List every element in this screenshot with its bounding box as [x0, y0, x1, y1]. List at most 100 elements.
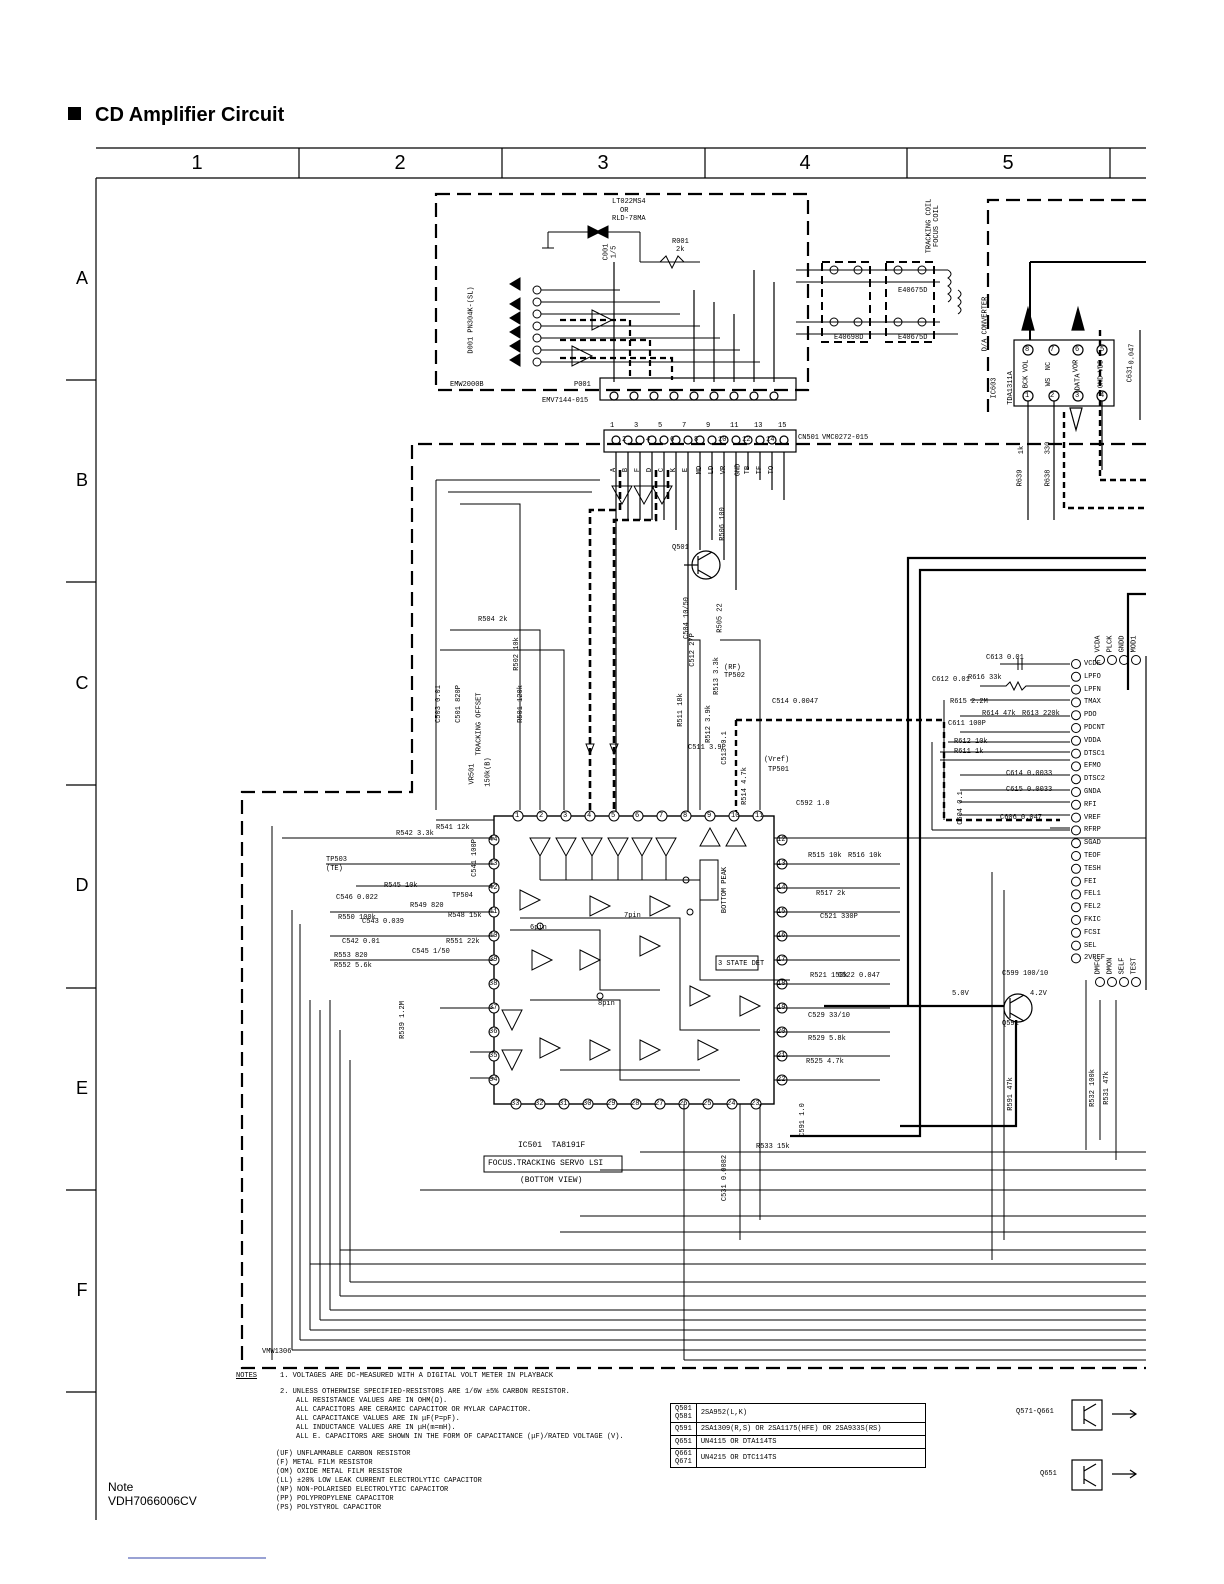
component-label: C522 0.047 — [838, 972, 881, 980]
ic502-pin — [1071, 953, 1081, 964]
ic502-pin — [1071, 889, 1081, 900]
ic501-pin-label: 32 — [535, 1100, 544, 1108]
ic502-pin — [1071, 940, 1081, 951]
note-line-5: ALL CAPACITANCE VALUES ARE IN μF(P=pF). — [296, 1415, 460, 1423]
page-title: CD Amplifier Circuit — [68, 104, 284, 127]
component-label: C604 0.1 — [956, 791, 965, 825]
component-label: R517 2k — [816, 890, 846, 898]
main-board-outline — [240, 442, 1146, 1370]
component-label: R514 4.7k — [740, 767, 749, 805]
q591-transistor — [1003, 993, 1033, 1023]
component-label: 4.2V — [1030, 990, 1047, 998]
component-label: TP502 — [724, 672, 746, 680]
cn501-pin-12: 12 — [742, 436, 751, 444]
ic501-pin-38 — [488, 978, 500, 990]
cn501-signal-k: K — [670, 467, 679, 473]
cn501-signal-tb: TB — [744, 465, 753, 475]
component-label: R515 10k — [808, 852, 842, 860]
ic501-pin-label: 11 — [755, 812, 764, 820]
dac-lines — [1029, 261, 1146, 340]
ic502-pin-dmfc: DMFC — [1094, 957, 1103, 975]
ic502-pin-dmon: DMON — [1106, 957, 1115, 975]
ic501-pin-label: 34 — [489, 1076, 498, 1084]
ic501-pin-25 — [702, 1098, 714, 1110]
ic501-pin-label: 2 — [539, 812, 544, 820]
ic501-pin-30 — [582, 1098, 594, 1110]
pickup-board-label: EMW2000B — [450, 381, 484, 389]
ic502-pin-test: TEST — [1130, 957, 1139, 975]
board-vmw-label: VMW1306 — [262, 1348, 292, 1356]
ic502-pin-efmo: EFMO — [1084, 762, 1101, 771]
ic502-pin-pdo: PDO — [1084, 711, 1097, 720]
cn501-pin-7: 7 — [682, 422, 687, 430]
grid-row-f: F — [76, 1280, 88, 1300]
legend-q1-label: Q571-Q661 — [1016, 1408, 1054, 1416]
component-label: C521 330P — [820, 913, 858, 921]
table-cell-ref: Q651 — [670, 1435, 697, 1449]
photodiode-label: D001 PN304K-(SL) — [467, 286, 476, 354]
ic502-bottom-pin — [1107, 977, 1117, 987]
cn501-part: VMC0272-015 — [822, 434, 869, 442]
ic502-bottom-pin — [1095, 977, 1105, 987]
cn501-pin-11: 11 — [730, 422, 739, 430]
ic501-pin-label: 24 — [727, 1100, 736, 1108]
component-label: R501 120k — [516, 685, 525, 723]
ic502-pin — [1071, 697, 1081, 708]
ic501-pin-10 — [728, 810, 740, 822]
ic501-pin-1 — [512, 810, 524, 822]
component-label: R511 18k — [676, 693, 685, 727]
cn501-signal-to: TO — [768, 465, 777, 475]
ic501-pin-label: 28 — [631, 1100, 640, 1108]
ic603-pin-num: 5 — [1100, 346, 1105, 354]
grid-column-1: 1 — [191, 152, 203, 174]
component-label: R533 15k — [756, 1143, 790, 1151]
ic603-pin-num: 8 — [1025, 346, 1030, 354]
component-label: R614 47k — [982, 710, 1016, 718]
ic501-pin-label: 42 — [489, 884, 498, 892]
component-label: C512 27P — [688, 633, 697, 667]
ic502-pin-rfrp: RFRP — [1084, 826, 1101, 835]
component-label: R504 2k — [478, 616, 508, 624]
ic501-pin-label: 35 — [489, 1052, 498, 1060]
r001-value: 2k — [676, 246, 685, 254]
component-label: TP501 — [768, 766, 790, 774]
footer-note: Note VDH7066006CV — [108, 1480, 197, 1508]
ic502-pin-tmax: TMAX — [1084, 698, 1101, 707]
ic603-pin-data: DATA — [1074, 373, 1083, 391]
routing-lines — [271, 479, 1146, 1361]
component-label: C503 0.01 — [434, 685, 443, 723]
cn501-signal-ld: LD — [708, 465, 717, 475]
ic502-pin-vdda: VDDA — [1084, 736, 1101, 745]
component-label: R591 47k — [1006, 1077, 1015, 1111]
ic502-pin-rfi: RFI — [1084, 800, 1097, 809]
grid-column-5: 5 — [1002, 152, 1014, 174]
component-label: R513 3.3k — [712, 657, 721, 695]
ic502-pin-sel: SEL — [1084, 941, 1097, 950]
note-code: VDH7066006CV — [108, 1494, 197, 1508]
cn501-pin-15: 15 — [778, 422, 787, 430]
component-label: C542 0.01 — [342, 938, 380, 946]
grid-row-a: A — [75, 268, 88, 288]
component-label: TP503 — [326, 856, 348, 864]
component-label: R549 820 — [410, 902, 444, 910]
ic501-pin-32 — [534, 1098, 546, 1110]
ic603-pin-num: 4 — [1100, 392, 1105, 400]
table-row: Q651 UN4115 OR DTA114TS — [670, 1435, 926, 1449]
r639-ref: R639 — [1016, 469, 1025, 487]
ic501-pin-label: 18 — [777, 980, 786, 988]
ic502-pin-pdcnt: PDCNT — [1084, 724, 1106, 732]
ic501-pin-label: 9 — [707, 812, 712, 820]
ic501-pin-33 — [510, 1098, 522, 1110]
ic502-pin-fkic: FKIC — [1084, 916, 1101, 924]
component-label: 7pin — [624, 912, 641, 920]
ic603-pin-num: 2 — [1050, 392, 1055, 400]
grid-column-3: 3 — [597, 152, 609, 174]
r638-ref: R638 — [1044, 469, 1053, 487]
ic501-ref: IC501 — [518, 1141, 543, 1150]
symbol-line-4: (LL) ±20% LOW LEAK CURRENT ELECTROLYTIC … — [276, 1477, 482, 1485]
cn501-signal-a: A — [610, 467, 619, 473]
ic502-pin-2vref: 2VREF — [1084, 954, 1106, 963]
dac-block-label: D/A CONVERTER — [981, 296, 990, 352]
